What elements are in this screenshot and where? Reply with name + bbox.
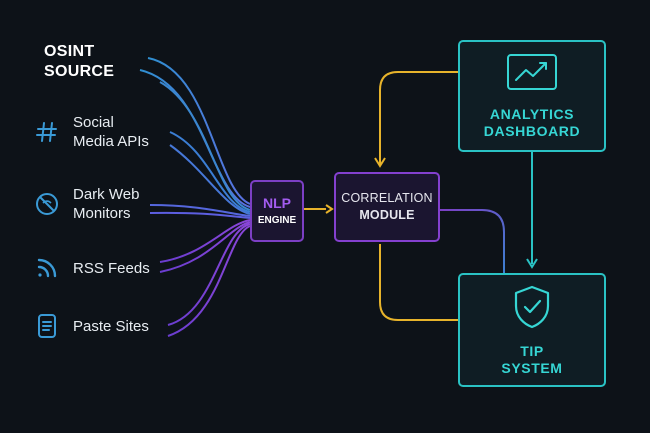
source-dark-web: Dark Web Monitors [34, 185, 183, 223]
source-label-line1: Social [73, 114, 114, 131]
osint-source-title: OSINT SOURCE [44, 42, 144, 82]
nlp-label: NLP [263, 195, 291, 211]
dashboard-label: DASHBOARD [483, 122, 581, 139]
hashtag-icon [34, 119, 60, 145]
tip-label: TIP [520, 342, 544, 359]
source-curve [159, 219, 251, 263]
analytics-dashboard-node[interactable]: ANALYTICS DASHBOARD [458, 40, 606, 152]
source-curve [169, 144, 251, 215]
source-paste-sites: Paste Sites [34, 313, 183, 339]
analytics-label: ANALYTICS [489, 105, 575, 122]
correlation-to-tip-line [379, 244, 458, 321]
module-label: MODULE [359, 208, 415, 222]
line-chart-icon [506, 53, 558, 96]
source-curves [139, 57, 251, 337]
source-label-line1: Paste Sites [73, 317, 149, 335]
correlation-label: CORRELATION [341, 191, 433, 205]
source-curve [149, 204, 251, 217]
engine-label: ENGINE [257, 215, 297, 226]
source-curve [149, 211, 251, 219]
system-label: SYSTEM [501, 359, 563, 376]
rss-icon [34, 255, 60, 281]
osint-title-line2: SOURCE [44, 63, 115, 80]
dark-web-icon [34, 191, 60, 217]
source-label: Social Media APIs [73, 113, 183, 151]
source-label-line2: Monitors [73, 205, 131, 222]
nlp-to-correlation-arrow [304, 204, 334, 214]
source-curve [167, 225, 251, 337]
osint-title-line1: OSINT [44, 43, 95, 60]
tip-system-node[interactable]: TIP SYSTEM [458, 273, 606, 387]
dashboard-to-correlation-arrow [374, 71, 458, 168]
source-curve [167, 223, 251, 326]
nlp-engine-node[interactable]: NLP ENGINE [250, 180, 304, 242]
source-social-media: Social Media APIs [34, 113, 183, 151]
source-label-line1: RSS Feeds [73, 259, 150, 277]
source-label: RSS Feeds [73, 259, 183, 278]
source-rss-feeds: RSS Feeds [34, 255, 183, 281]
source-curve [169, 131, 251, 213]
source-label: Dark Web Monitors [73, 185, 183, 223]
shield-check-icon [512, 284, 552, 335]
source-curve [147, 57, 251, 205]
document-icon [34, 313, 60, 339]
correlation-module-node[interactable]: CORRELATION MODULE [334, 172, 440, 242]
source-curve [159, 81, 251, 211]
source-label-line2: Media APIs [73, 133, 149, 150]
dashboard-to-tip-arrow [526, 152, 538, 269]
source-label: Paste Sites [73, 317, 183, 336]
source-label-line1: Dark Web [73, 186, 140, 203]
correlation-to-tip-curve [440, 209, 505, 273]
source-curve [159, 221, 251, 273]
